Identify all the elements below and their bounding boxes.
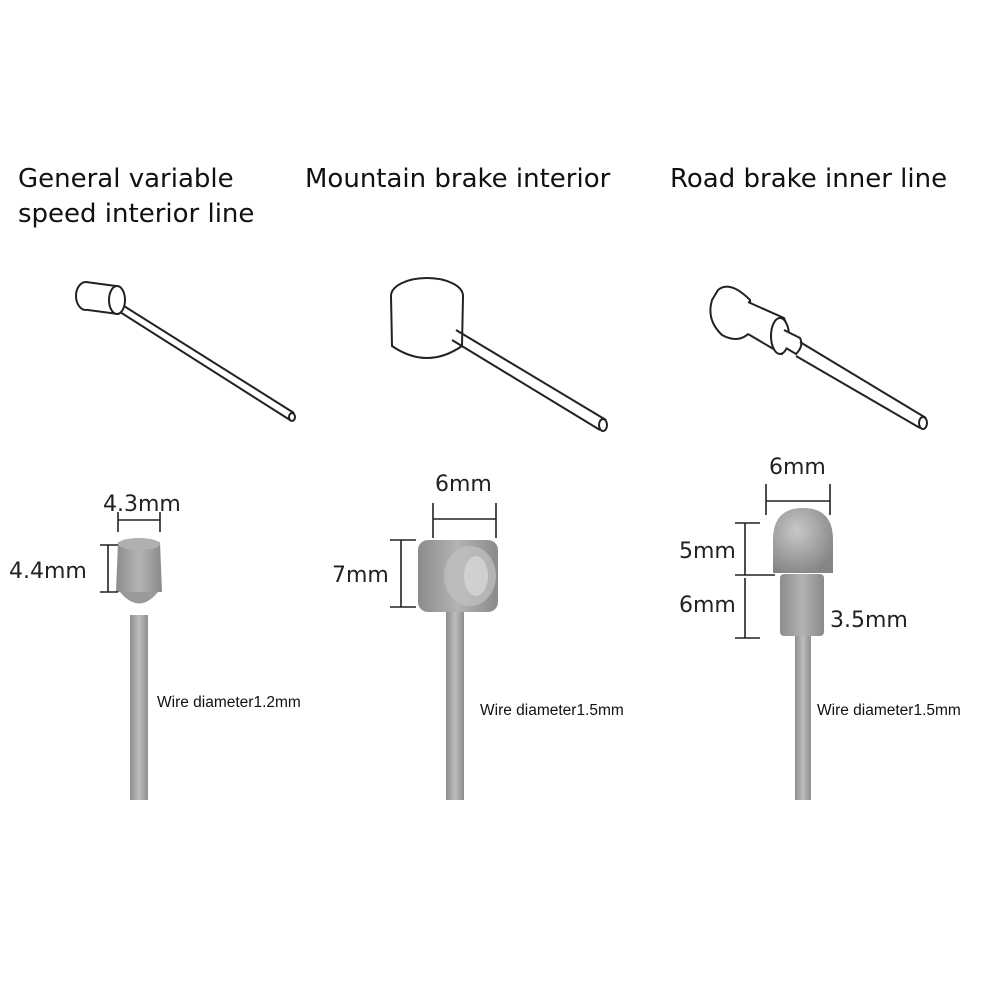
dimension-lines [100, 484, 831, 639]
road-brake-width-label: 6mm [769, 455, 826, 480]
road-brake-head-height-label: 5mm [679, 539, 736, 564]
shift-cable-height-label: 4.4mm [9, 559, 87, 584]
shift-cable-line-drawing [75, 281, 296, 422]
title-shift-cable: General variable speed interior line [18, 164, 255, 229]
road-brake-neck-height-label: 6mm [679, 593, 736, 618]
road-brake-wire-diameter: Wire diameter1.5mm [817, 702, 961, 719]
shift-cable-end-illustration [116, 538, 162, 800]
shift-cable-width-label: 4.3mm [103, 492, 181, 517]
mountain-brake-wire-diameter: Wire diameter1.5mm [480, 702, 624, 719]
road-brake-line-drawing [709, 285, 928, 430]
shift-cable-wire-diameter: Wire diameter1.2mm [157, 694, 301, 711]
title-road-brake: Road brake inner line [670, 164, 948, 194]
road-brake-end-illustration [773, 508, 833, 800]
road-brake-neck-width-label: 3.5mm [830, 608, 908, 633]
mountain-brake-end-illustration [418, 540, 498, 800]
mountain-brake-height-label: 7mm [332, 563, 389, 588]
mountain-brake-line-drawing [390, 277, 608, 432]
title-mountain-brake: Mountain brake interior [305, 164, 611, 194]
mountain-brake-width-label: 6mm [435, 472, 492, 497]
